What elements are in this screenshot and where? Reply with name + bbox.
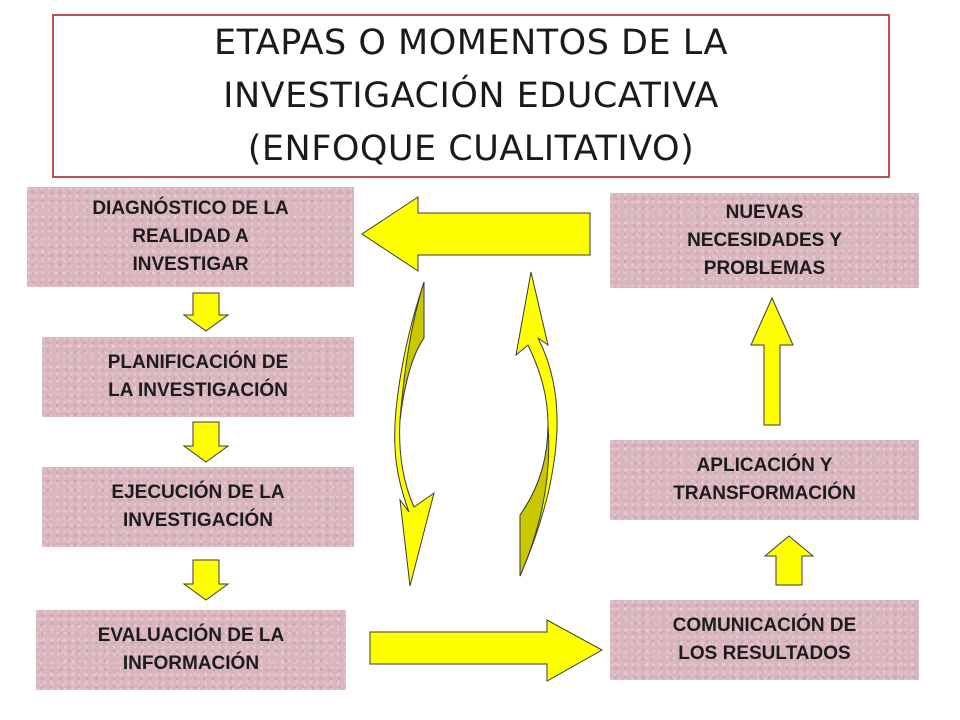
stage-diagnostico: DIAGNÓSTICO DE LA REALIDAD A INVESTIGAR (27, 187, 354, 287)
stage-ejecucion: EJECUCIÓN DE LA INVESTIGACIÓN (42, 467, 354, 547)
arrow-up-icon (750, 296, 794, 426)
arrow-right-icon (369, 619, 604, 682)
arrow-down-icon (182, 292, 230, 332)
diagram-title: ETAPAS O MOMENTOS DE LA INVESTIGACIÓN ED… (214, 22, 728, 169)
arrow-up-icon (763, 535, 815, 586)
arrow-down-icon (182, 421, 230, 463)
stage-planificacion: PLANIFICACIÓN DE LA INVESTIGACIÓN (42, 337, 354, 417)
title-box: ETAPAS O MOMENTOS DE LA INVESTIGACIÓN ED… (52, 14, 890, 178)
stage-evaluacion: EVALUACIÓN DE LA INFORMACIÓN (36, 610, 346, 690)
curved-arrow-up-shade (519, 424, 550, 577)
curved-arrow-down-shade (399, 281, 425, 421)
arrow-down-icon (182, 559, 230, 601)
stage-nuevas-necesidades: NUEVAS NECESIDADES Y PROBLEMAS (610, 193, 919, 288)
stage-comunicacion: COMUNICACIÓN DE LOS RESULTADOS (610, 600, 919, 680)
stage-aplicacion: APLICACIÓN Y TRANSFORMACIÓN (610, 440, 919, 520)
arrow-left-icon (361, 196, 591, 272)
